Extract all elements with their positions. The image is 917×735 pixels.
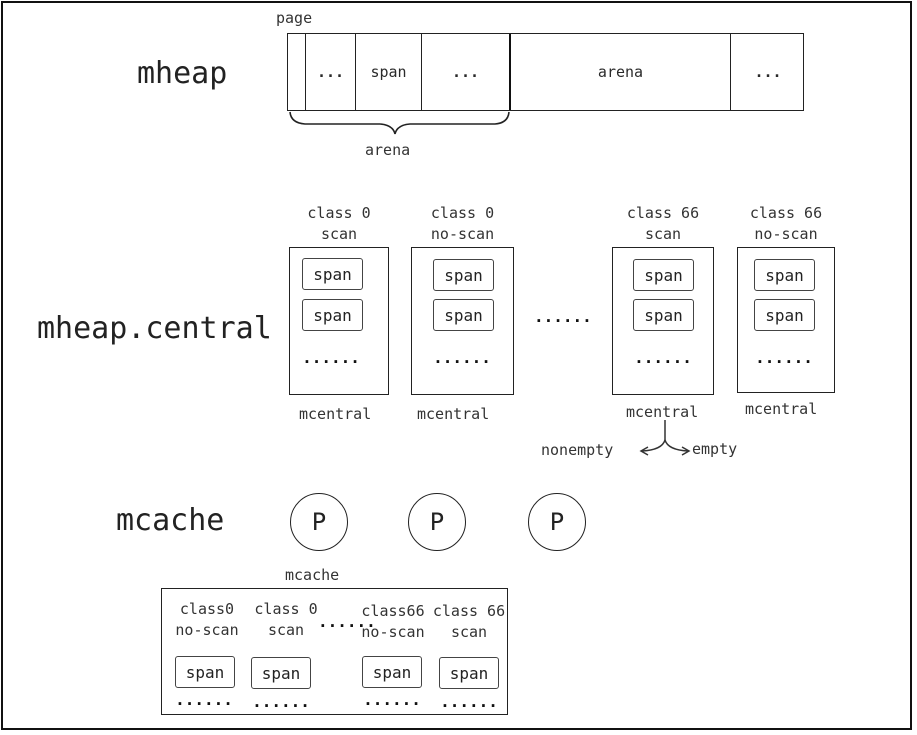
central-col-1-header: class 0 scan (289, 203, 389, 245)
mheap-cell-arena: arena (509, 34, 730, 110)
split-right-arrow (664, 439, 689, 452)
span-block: span (362, 656, 422, 688)
mcache-col-2-class: class 0 (254, 600, 318, 618)
mheap-central-label: mheap.central (37, 311, 272, 346)
span-block: span (433, 259, 494, 291)
central-col-2-header: class 0 no-scan (410, 203, 515, 245)
central-col-4-class: class 66 (749, 204, 823, 222)
mheap-cell-dots-3: ... (730, 34, 805, 110)
processor-p-2: P (408, 493, 466, 551)
central-col-2-class: class 0 (430, 204, 495, 222)
mcache-col-1-header: class0 no-scan (167, 599, 247, 641)
split-left-head (639, 446, 649, 456)
ellipsis-dots: ...... (302, 348, 360, 367)
split-left-arrow (641, 439, 666, 452)
mcentral-label-4: mcentral (745, 400, 818, 418)
ellipsis-dots: ...... (433, 348, 491, 367)
central-col-4-header: class 66 no-scan (737, 203, 835, 245)
ellipsis-dots: ...... (755, 348, 813, 367)
mcache-col-4-class: class 66 (432, 602, 506, 620)
ellipsis-dots: ...... (252, 692, 310, 711)
mcache-col-2-header: class 0 scan (247, 599, 325, 641)
arena-brace (289, 111, 510, 135)
central-col-3-class: class 66 (626, 204, 700, 222)
central-col-1-class: class 0 (307, 204, 371, 222)
span-block: span (633, 299, 694, 331)
ellipsis-dots: ...... (363, 690, 421, 709)
mcache-between-dots: ...... (318, 612, 376, 631)
empty-label: empty (692, 440, 738, 458)
mheap-cell-dots-2: ... (421, 34, 509, 110)
mheap-strip: ... span ... arena ... (287, 33, 804, 111)
central-col-3-header: class 66 scan (612, 203, 714, 245)
mcache-col-1-class: class0 (179, 600, 235, 618)
ellipsis-dots: ...... (634, 348, 692, 367)
mcache-col-1-kind: no-scan (175, 621, 239, 639)
mcache-col-4-kind: scan (450, 623, 488, 641)
mcache-col-4-header: class 66 scan (431, 601, 507, 643)
central-between-dots: ...... (534, 307, 592, 326)
ellipsis-dots: ...... (175, 690, 233, 709)
mcentral-label-2: mcentral (417, 405, 490, 423)
split-right-head (681, 446, 691, 456)
page-label: page (276, 9, 313, 27)
mcache-col-3-header: class66 no-scan (355, 601, 431, 643)
central-col-4-kind: no-scan (754, 225, 818, 243)
mheap-cell-dots-1: ... (305, 34, 355, 110)
arena-brace-label: arena (365, 141, 411, 159)
mcache-col-3-kind: no-scan (361, 623, 425, 641)
span-block: span (633, 259, 694, 291)
span-block: span (439, 657, 499, 689)
mcache-box-title: mcache (285, 566, 340, 584)
mheap-cell-span: span (355, 34, 421, 110)
processor-p-1: P (290, 493, 348, 551)
mcache-col-2-kind: scan (267, 621, 305, 639)
span-block: span (754, 299, 815, 331)
mcache-label: mcache (116, 503, 225, 538)
span-block: span (754, 259, 815, 291)
mheap-label: mheap (137, 56, 228, 91)
span-block: span (175, 656, 235, 688)
ellipsis-dots: ...... (440, 692, 498, 711)
mcache-col-3-class: class66 (361, 602, 425, 620)
mcentral-label-3: mcentral (626, 403, 699, 421)
span-block: span (433, 299, 494, 331)
processor-p-3: P (528, 493, 586, 551)
central-col-2-kind: no-scan (430, 225, 495, 243)
central-col-3-kind: scan (644, 225, 682, 243)
mcache-box (161, 588, 508, 715)
mcentral-label-1: mcentral (299, 405, 372, 423)
central-col-1-kind: scan (320, 225, 358, 243)
span-block: span (302, 258, 363, 290)
span-block: span (251, 657, 311, 689)
span-block: span (302, 299, 363, 331)
nonempty-label: nonempty (541, 441, 614, 459)
